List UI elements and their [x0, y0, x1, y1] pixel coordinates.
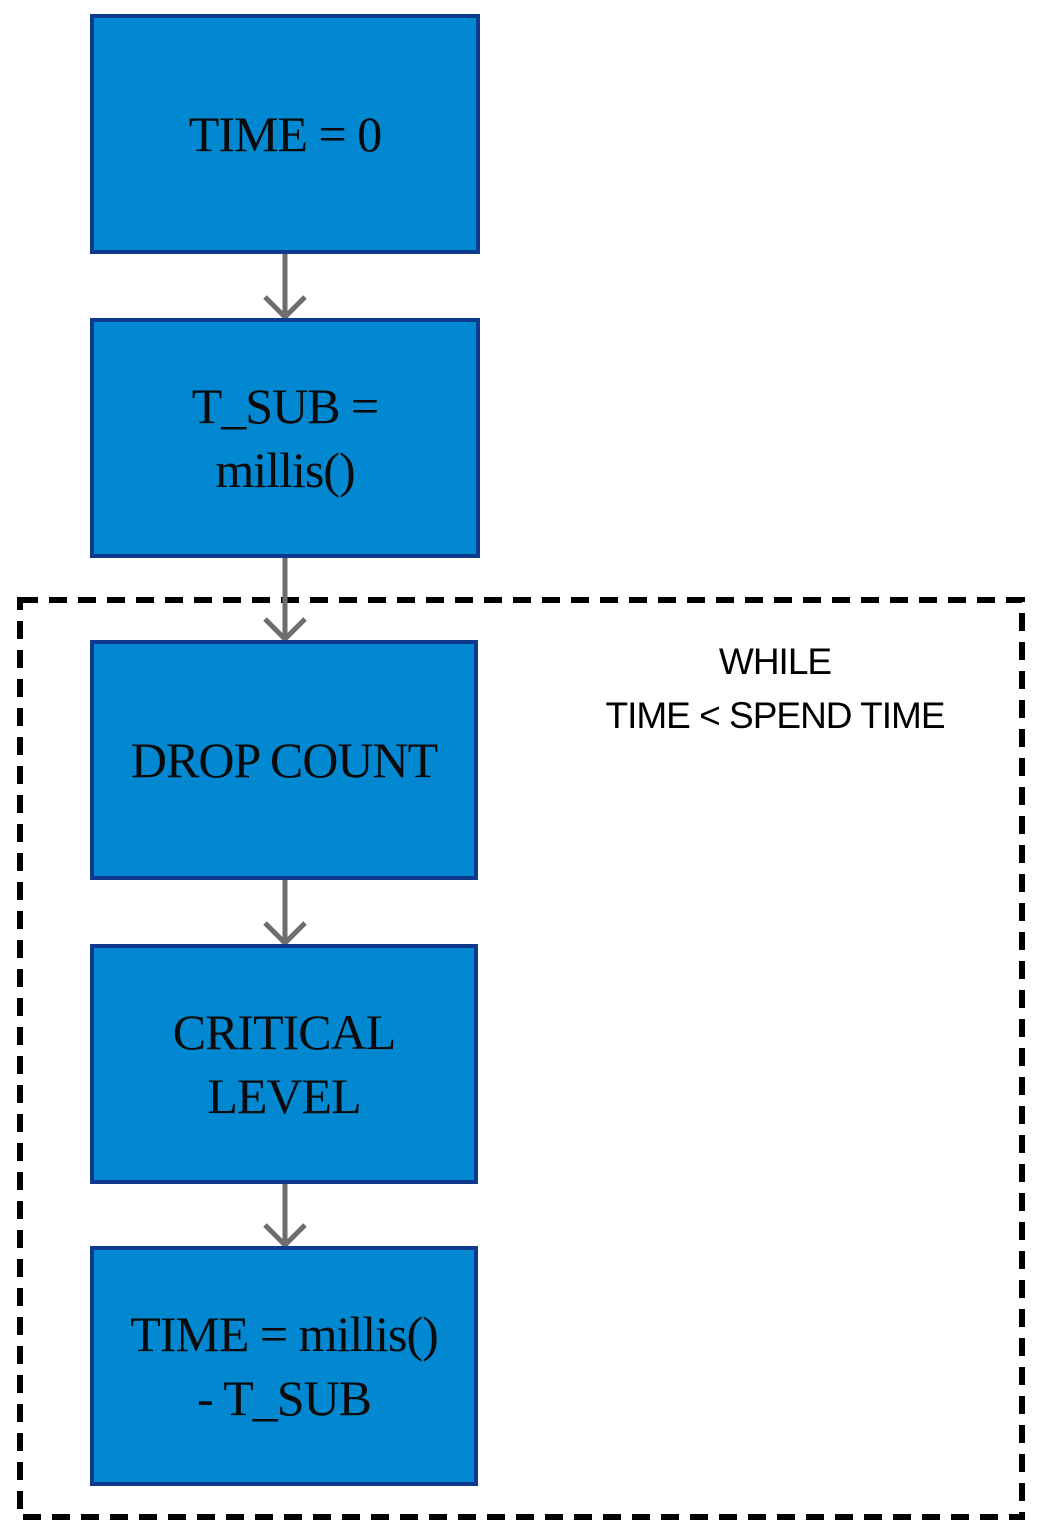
node-critical-level: CRITICAL LEVEL	[90, 944, 478, 1184]
node-drop-count-line-1: DROP COUNT	[130, 732, 438, 788]
node-time-update-line-1: TIME = millis()	[130, 1306, 439, 1362]
while-label-line-1: WHILE	[718, 641, 832, 682]
node-critical-level-line-2: LEVEL	[207, 1068, 361, 1124]
node-time-update-line-2: - T_SUB	[196, 1370, 372, 1426]
arrow-drop-to-critical	[263, 880, 307, 947]
node-time-update: TIME = millis() - T_SUB	[90, 1246, 478, 1486]
node-tsub: T_SUB = millis()	[90, 318, 480, 558]
node-tsub-line-2: millis()	[215, 442, 355, 498]
node-critical-level-line-1: CRITICAL	[172, 1004, 397, 1060]
node-time-init: TIME = 0	[90, 14, 480, 254]
while-label-line-2: TIME < SPEND TIME	[605, 695, 945, 736]
arrow-time-to-tsub	[263, 254, 307, 321]
node-drop-count: DROP COUNT	[90, 640, 478, 880]
node-time-init-line-1: TIME = 0	[188, 106, 382, 162]
arrow-critical-to-time-update	[263, 1184, 307, 1249]
node-tsub-line-1: T_SUB =	[191, 378, 380, 434]
arrow-tsub-to-drop	[263, 558, 307, 643]
while-loop-frame	[17, 597, 1025, 1520]
